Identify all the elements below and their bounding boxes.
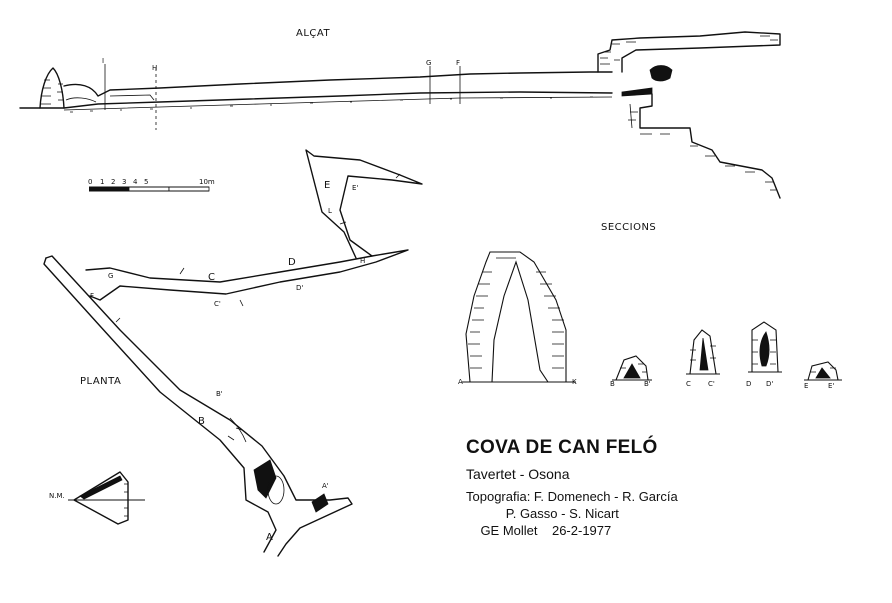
scale-bar: 0 1 2 3 4 5 10m [88, 178, 215, 192]
elevation-mark-f: F [456, 59, 460, 67]
plan-mark-e: E [324, 180, 331, 191]
section-a-k: A K [458, 251, 577, 386]
plan-mark-b-prime: B' [216, 390, 223, 398]
section-b: B B' [610, 355, 652, 388]
survey-location: Tavertet - Osona [466, 466, 570, 482]
plan-boulder-2 [311, 493, 329, 513]
elevation-profile: I H G F [19, 31, 781, 199]
plan-mark-e-prime: E' [352, 184, 358, 192]
section-c-left: C [686, 380, 691, 388]
plan-mark-a: A [266, 532, 273, 543]
elevation-mark-g: G [426, 59, 431, 67]
section-e-left: E [804, 382, 808, 390]
north-arrow: N.M. [49, 471, 145, 525]
title-block: COVA DE CAN FELÓ Tavertet - Osona Topogr… [466, 437, 846, 539]
section-d-left: D [746, 380, 751, 388]
elevation-roof-line [63, 71, 613, 97]
section-c-right: C' [708, 380, 715, 388]
elevation-entrance-arch [39, 67, 65, 109]
north-label: N.M. [49, 492, 65, 500]
plan-mark-h: H [360, 257, 365, 265]
section-d: D D' [746, 321, 782, 388]
section-b-right: B' [644, 380, 651, 388]
plan-mark-b: B [198, 416, 205, 427]
elevation-mark-h: H [152, 64, 157, 72]
elevation-floor-line [19, 91, 613, 109]
elevation-mark-i: I [102, 57, 104, 65]
credits-line-1: Topografia: F. Domenech - R. García [466, 489, 678, 504]
scale-tick-end: 10m [199, 178, 215, 186]
scale-tick-4: 4 [133, 178, 138, 186]
elevation-label: ALÇAT [296, 28, 330, 39]
plan-mark-g: G [108, 272, 113, 280]
elevation-rock-mass [597, 31, 781, 73]
section-a-right: K [572, 378, 577, 386]
plan-view: E E' L D D' C C' G F B B' A A' H [43, 149, 423, 557]
elevation-section-marks: I H G F [102, 57, 461, 130]
section-b-left: B [610, 380, 615, 388]
section-d-right: D' [766, 380, 773, 388]
elevation-boulder [649, 65, 673, 82]
plan-boulder-1 [253, 459, 277, 499]
plan-branch-passage [85, 249, 409, 301]
plan-upper-passage [305, 149, 423, 259]
scale-tick-0: 0 [88, 178, 92, 186]
scale-tick-5: 5 [144, 178, 148, 186]
plan-mark-c-prime: C' [214, 300, 221, 308]
plan-mark-d-prime: D' [296, 284, 303, 292]
section-a-left: A [458, 378, 463, 386]
plan-label: PLANTA [80, 376, 121, 387]
scale-tick-1: 1 [100, 178, 104, 186]
plan-mark-c: C [208, 272, 215, 283]
plan-mark-a-prime: A' [322, 482, 329, 490]
section-e-right: E' [828, 382, 834, 390]
plan-mark-l: L [328, 207, 332, 215]
plan-main-passage-west-wall [43, 257, 277, 553]
credits-line-2: P. Gasso - S. Nicart [466, 506, 619, 521]
scale-tick-2: 2 [111, 178, 115, 186]
scale-tick-3: 3 [122, 178, 126, 186]
plan-mark-f: F [90, 292, 94, 300]
section-e: E E' [804, 361, 842, 390]
plan-mark-d: D [288, 257, 296, 268]
elevation-exit-block [621, 87, 653, 97]
plan-main-passage-east-wall [45, 255, 353, 557]
survey-title: COVA DE CAN FELÓ [466, 437, 658, 458]
section-c: C C' [686, 329, 720, 388]
credits-line-3: GE Mollet 26-2-1977 [466, 523, 612, 538]
elevation-slope [639, 93, 781, 199]
survey-credits: Topografia: F. Domenech - R. García P. G… [466, 488, 846, 539]
sections-label: SECCIONS [601, 222, 656, 233]
